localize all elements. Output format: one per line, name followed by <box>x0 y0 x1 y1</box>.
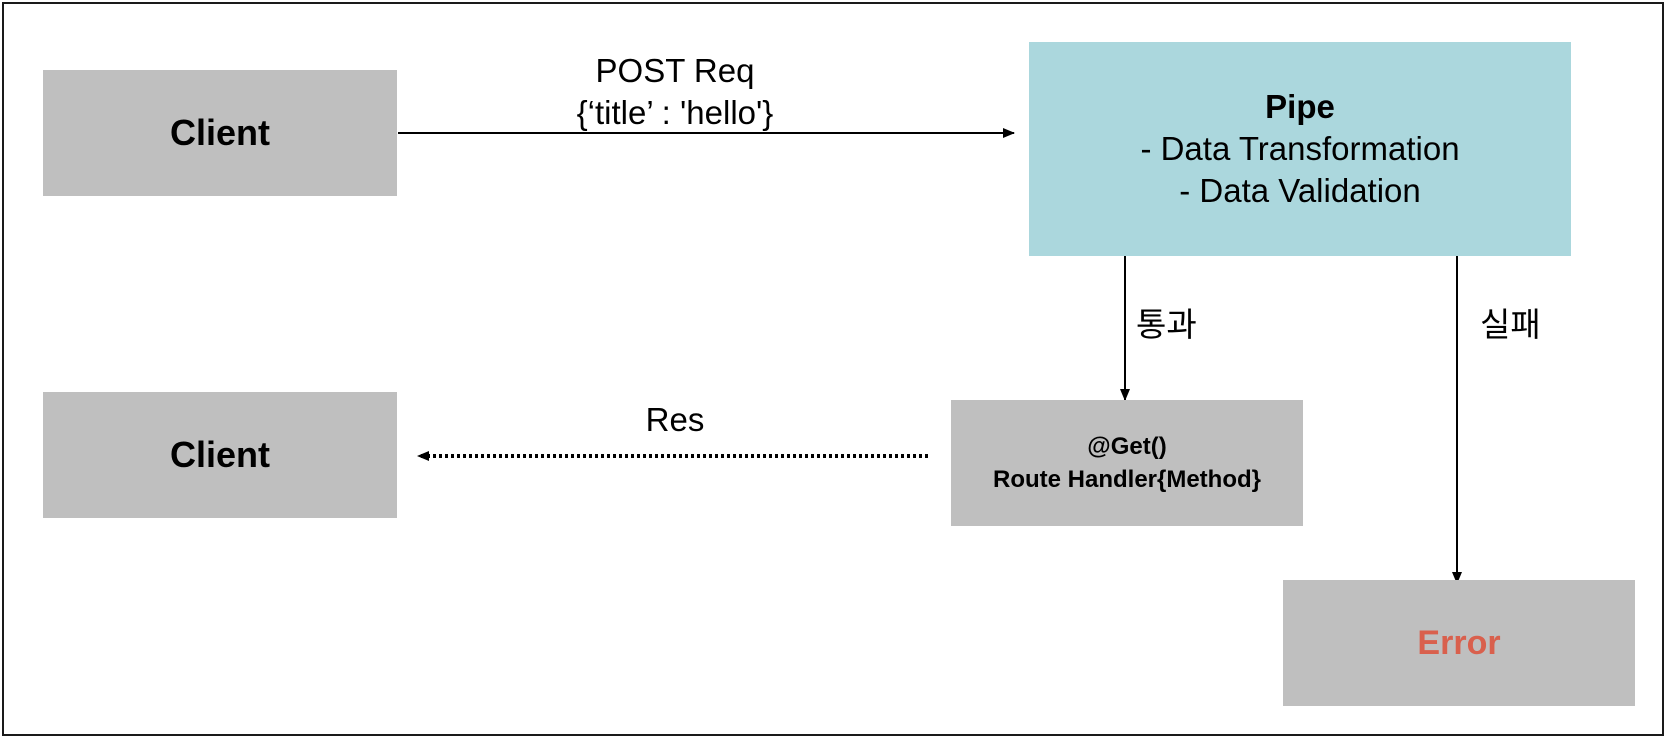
route-handler-label: Route Handler{Method} <box>992 466 1261 493</box>
error-label: Error <box>1417 623 1501 662</box>
pass-label: 통과 <box>1136 306 1197 343</box>
client-node-bottom: Client <box>43 392 397 518</box>
pipe-line-transformation: - Data Transformation <box>1140 130 1460 167</box>
route-handler-node: @Get() Route Handler{Method} <box>951 400 1303 526</box>
pipe-node: Pipe - Data Transformation - Data Valida… <box>1029 42 1571 256</box>
pipe-title: Pipe <box>1265 88 1335 125</box>
error-node: Error <box>1283 580 1635 706</box>
route-handler-decorator: @Get() <box>1087 433 1167 460</box>
request-body: {‘title’ : 'hello'} <box>576 94 774 131</box>
request-method: POST Req <box>595 52 755 89</box>
client-node-top: Client <box>43 70 397 196</box>
pipe-line-validation: - Data Validation <box>1179 172 1421 209</box>
client-top-label: Client <box>169 112 270 153</box>
request-label: POST Req {‘title’ : 'hello'} <box>540 50 810 134</box>
response-label: Res <box>645 401 705 438</box>
fail-label: 실패 <box>1480 306 1541 343</box>
client-bottom-label: Client <box>169 434 270 475</box>
